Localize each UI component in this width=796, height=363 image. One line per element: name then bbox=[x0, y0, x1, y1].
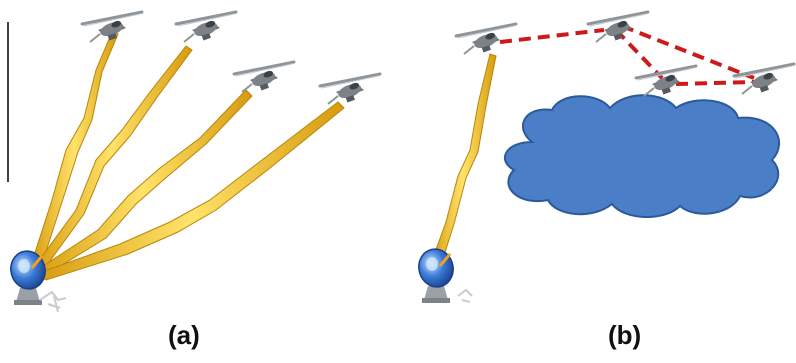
operator-icon bbox=[458, 290, 472, 302]
uav-icon bbox=[588, 12, 648, 42]
panel-b bbox=[415, 12, 794, 303]
beam-a-2 bbox=[32, 46, 192, 272]
relay-links bbox=[500, 26, 754, 84]
operator-icon bbox=[40, 292, 66, 312]
uav-icon bbox=[636, 66, 696, 96]
caption-panel-b: (b) bbox=[608, 320, 641, 351]
uav-icon bbox=[320, 74, 380, 104]
uav-icon bbox=[176, 12, 236, 42]
ground-station-dish-icon bbox=[415, 245, 458, 303]
caption-panel-a: (a) bbox=[168, 320, 200, 351]
uav-icon bbox=[234, 62, 294, 92]
beam-b-1 bbox=[430, 54, 496, 268]
panel-a bbox=[7, 12, 380, 312]
uav-icon bbox=[82, 12, 142, 42]
uav-icon bbox=[456, 24, 516, 54]
uav-icon bbox=[734, 64, 794, 94]
cloud-obstacle-icon bbox=[505, 95, 779, 217]
